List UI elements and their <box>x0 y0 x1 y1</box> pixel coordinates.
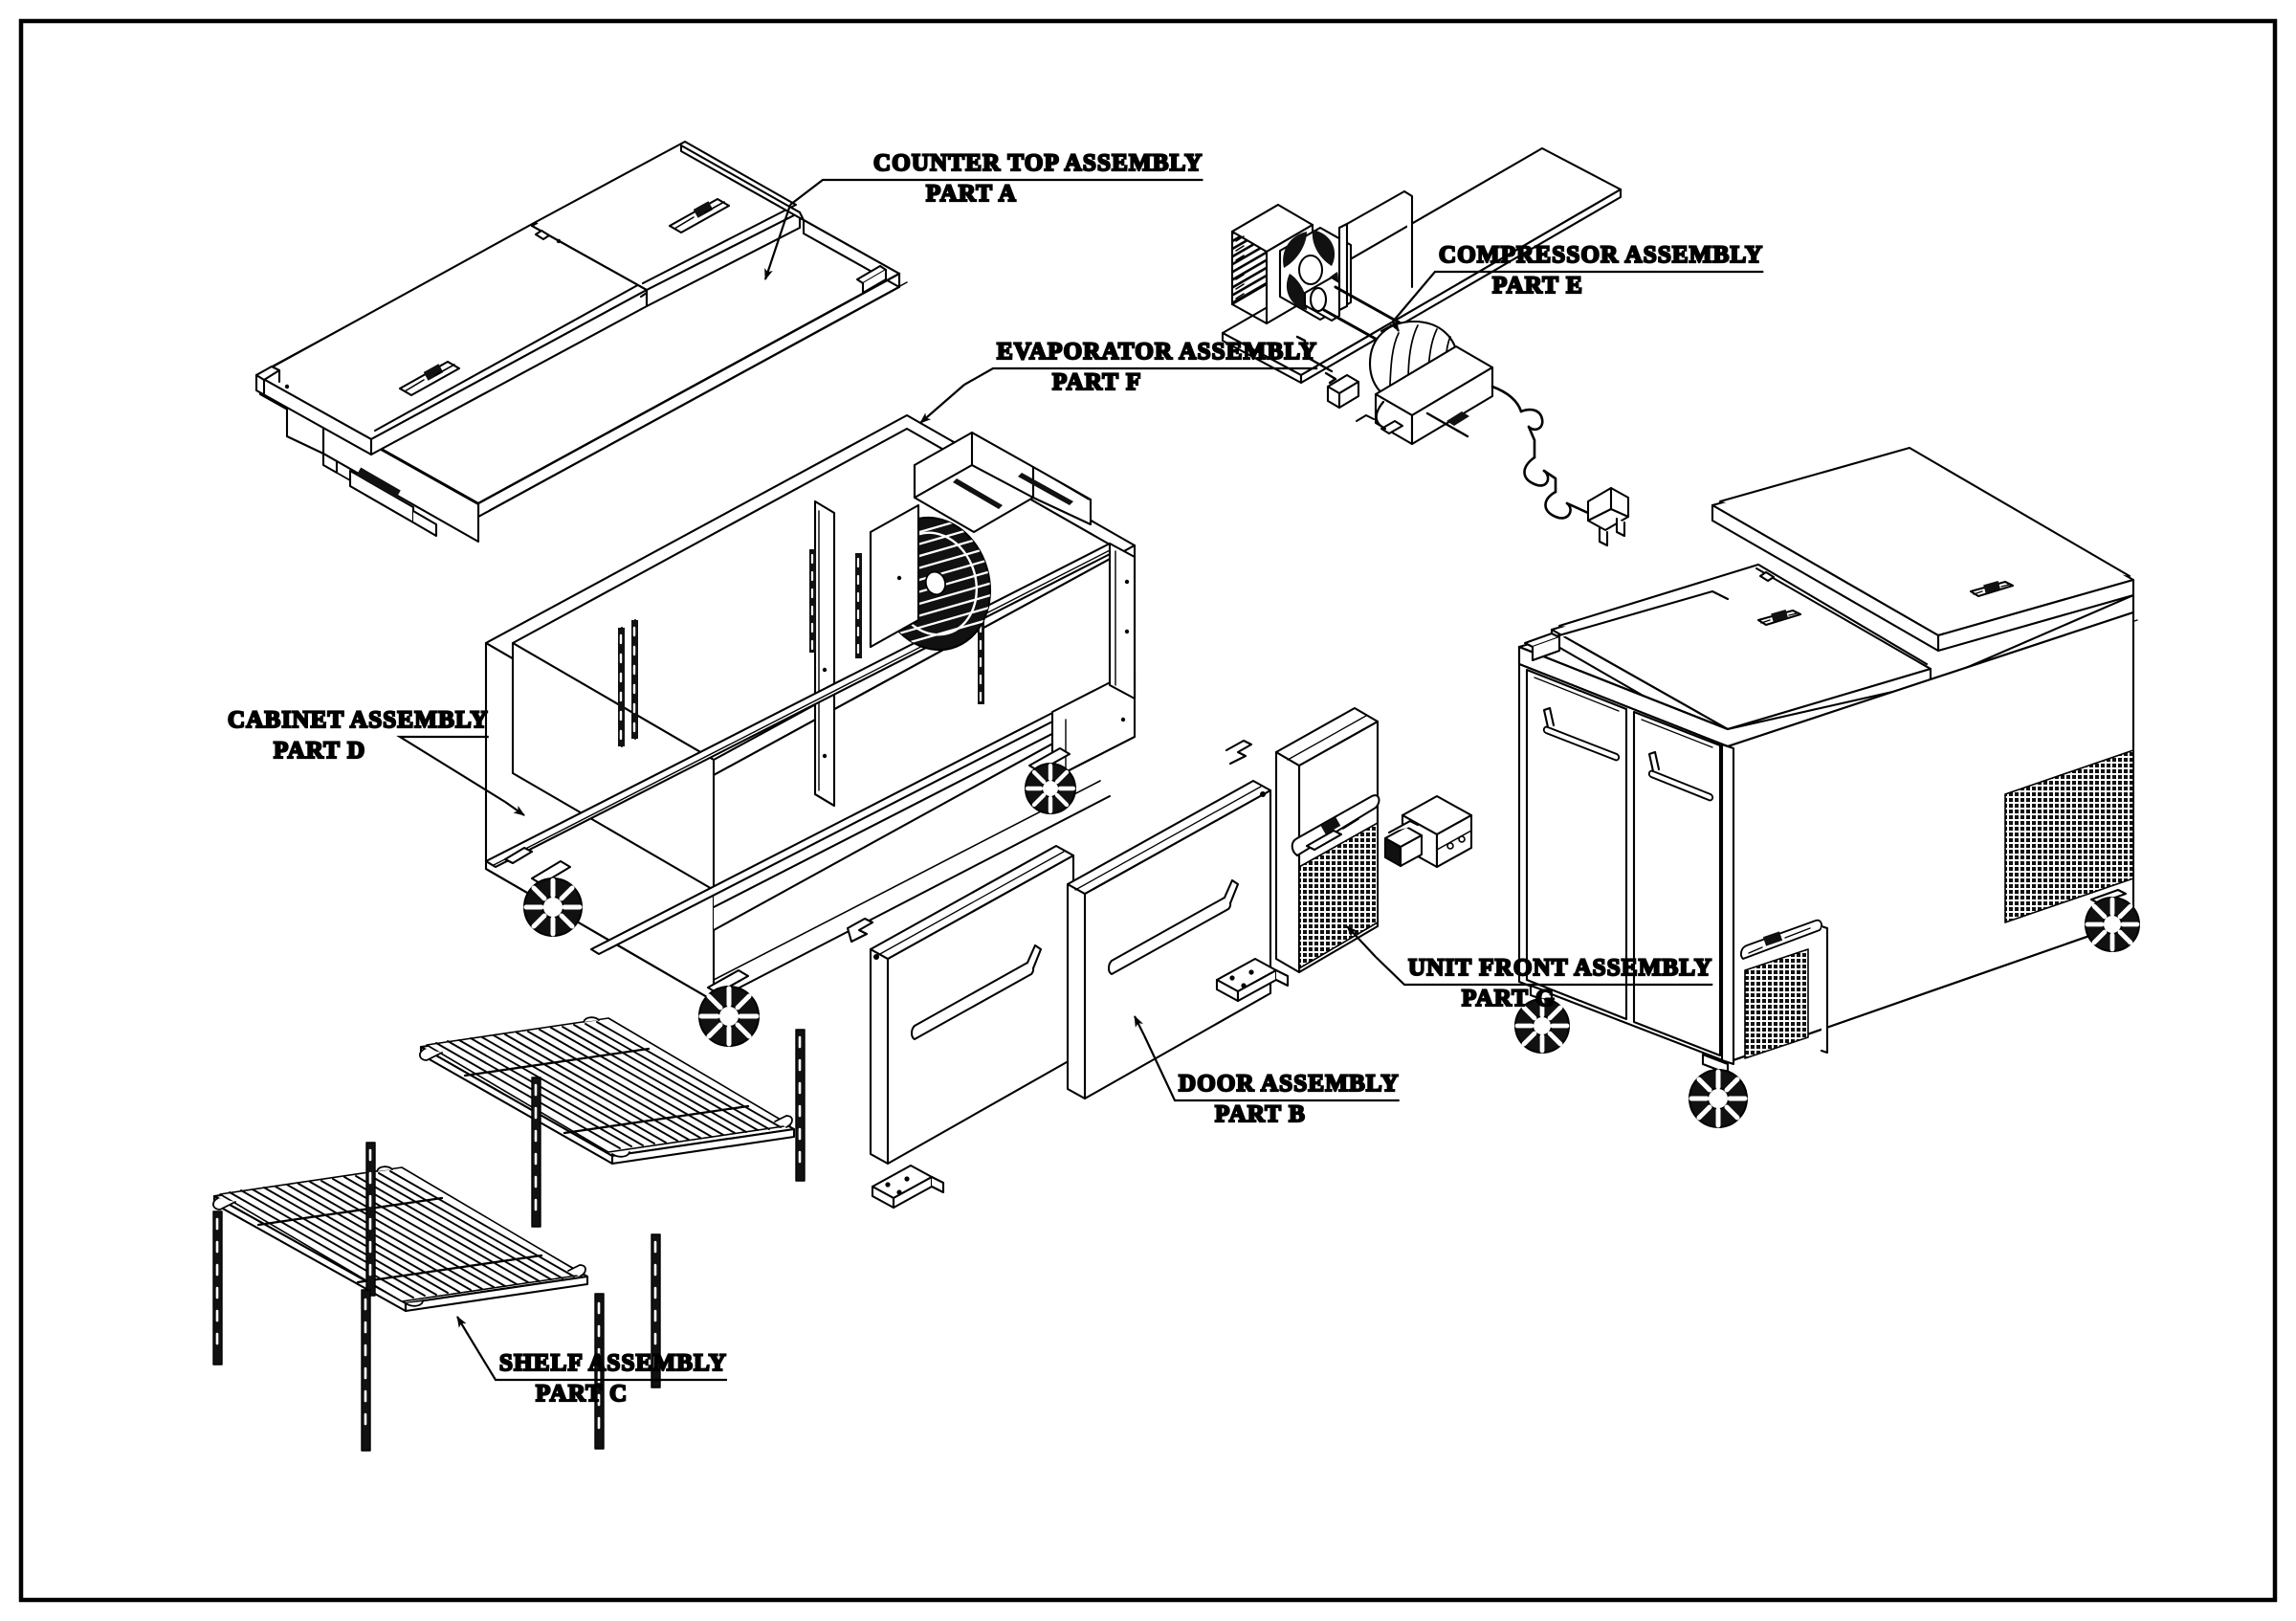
controller-module <box>1401 794 1473 869</box>
callout-d-line1: CABINET ASSEMBLY <box>228 707 489 733</box>
callout-counter-top-assembly: COUNTER TOP ASSEMBLY PART A <box>763 149 1203 280</box>
callout-cabinet-assembly: CABINET ASSEMBLY PART D <box>227 706 525 816</box>
shelf-lower <box>212 1166 589 1313</box>
part-d-cabinet-assembly <box>484 413 1137 1047</box>
leader-line-e <box>1392 270 1764 322</box>
door-right <box>1066 739 1290 1100</box>
leader-line-b <box>1143 1034 1400 1102</box>
leader-arrow-d <box>504 801 525 816</box>
leader-arrow-g <box>1346 925 1377 958</box>
callout-d-line2: PART D <box>274 738 365 764</box>
leader-line-c <box>468 1335 727 1382</box>
callout-f-line2: PART F <box>1052 369 1142 395</box>
callout-layer: COUNTER TOP ASSEMBLY PART A COMPRESSOR A… <box>227 149 1764 1408</box>
part-g-unit-front-assembly <box>1274 706 1473 974</box>
callout-g-line1: UNIT FRONT ASSEMBLY <box>1408 955 1712 981</box>
callout-e-line1: COMPRESSOR ASSEMBLY <box>1439 242 1763 268</box>
callout-f-line1: EVAPORATOR ASSEMBLY <box>997 339 1317 365</box>
caster <box>503 746 1076 1047</box>
callout-c-line2: PART C <box>536 1381 628 1407</box>
callout-b-line2: PART B <box>1215 1101 1306 1127</box>
leader-line-a <box>789 178 1203 206</box>
leader-arrow-b <box>1134 1015 1145 1036</box>
part-f-evaporator-assembly <box>855 431 1093 658</box>
leader-arrow-a <box>763 204 792 280</box>
callout-g-line2: PART G <box>1462 986 1556 1011</box>
callout-b-line1: DOOR ASSEMBLY <box>1179 1071 1400 1097</box>
sheet-border <box>18 18 2278 1603</box>
leader-arrow-e <box>1389 320 1400 332</box>
leader-line-d <box>396 735 506 803</box>
part-c-shelf-assembly <box>212 1016 806 1452</box>
door-left <box>846 844 1075 1210</box>
assembled-prep-table <box>1514 446 2140 1128</box>
part-e-compressor-assembly <box>1221 146 1630 547</box>
leader-arrow-f <box>919 384 965 424</box>
callout-c-line1: SHELF ASSEMBLY <box>499 1350 727 1376</box>
rocker-switch <box>1383 819 1424 868</box>
part-a-counter-top-assembly <box>254 140 908 544</box>
shelf-standards <box>212 1029 806 1452</box>
callout-evaporator-assembly: EVAPORATOR ASSEMBLY PART F <box>919 338 1318 424</box>
callout-a-line2: PART A <box>926 181 1017 207</box>
callout-door-assembly: DOOR ASSEMBLY PART B <box>1134 1015 1400 1128</box>
leader-arrow-c <box>456 1316 470 1337</box>
callout-a-line1: COUNTER TOP ASSEMBLY <box>873 150 1203 176</box>
callout-unit-front-assembly: UNIT FRONT ASSEMBLY PART G <box>1346 925 1713 1012</box>
callout-e-line2: PART E <box>1492 273 1583 299</box>
leader-line-f <box>963 366 1318 386</box>
shelf-upper <box>419 1016 796 1166</box>
part-b-door-assembly <box>846 739 1290 1210</box>
leader-line-g <box>1375 956 1713 987</box>
callout-shelf-assembly: SHELF ASSEMBLY PART C <box>456 1316 727 1408</box>
callout-compressor-assembly: COMPRESSOR ASSEMBLY PART E <box>1389 241 1764 332</box>
caster <box>1514 888 2140 1128</box>
